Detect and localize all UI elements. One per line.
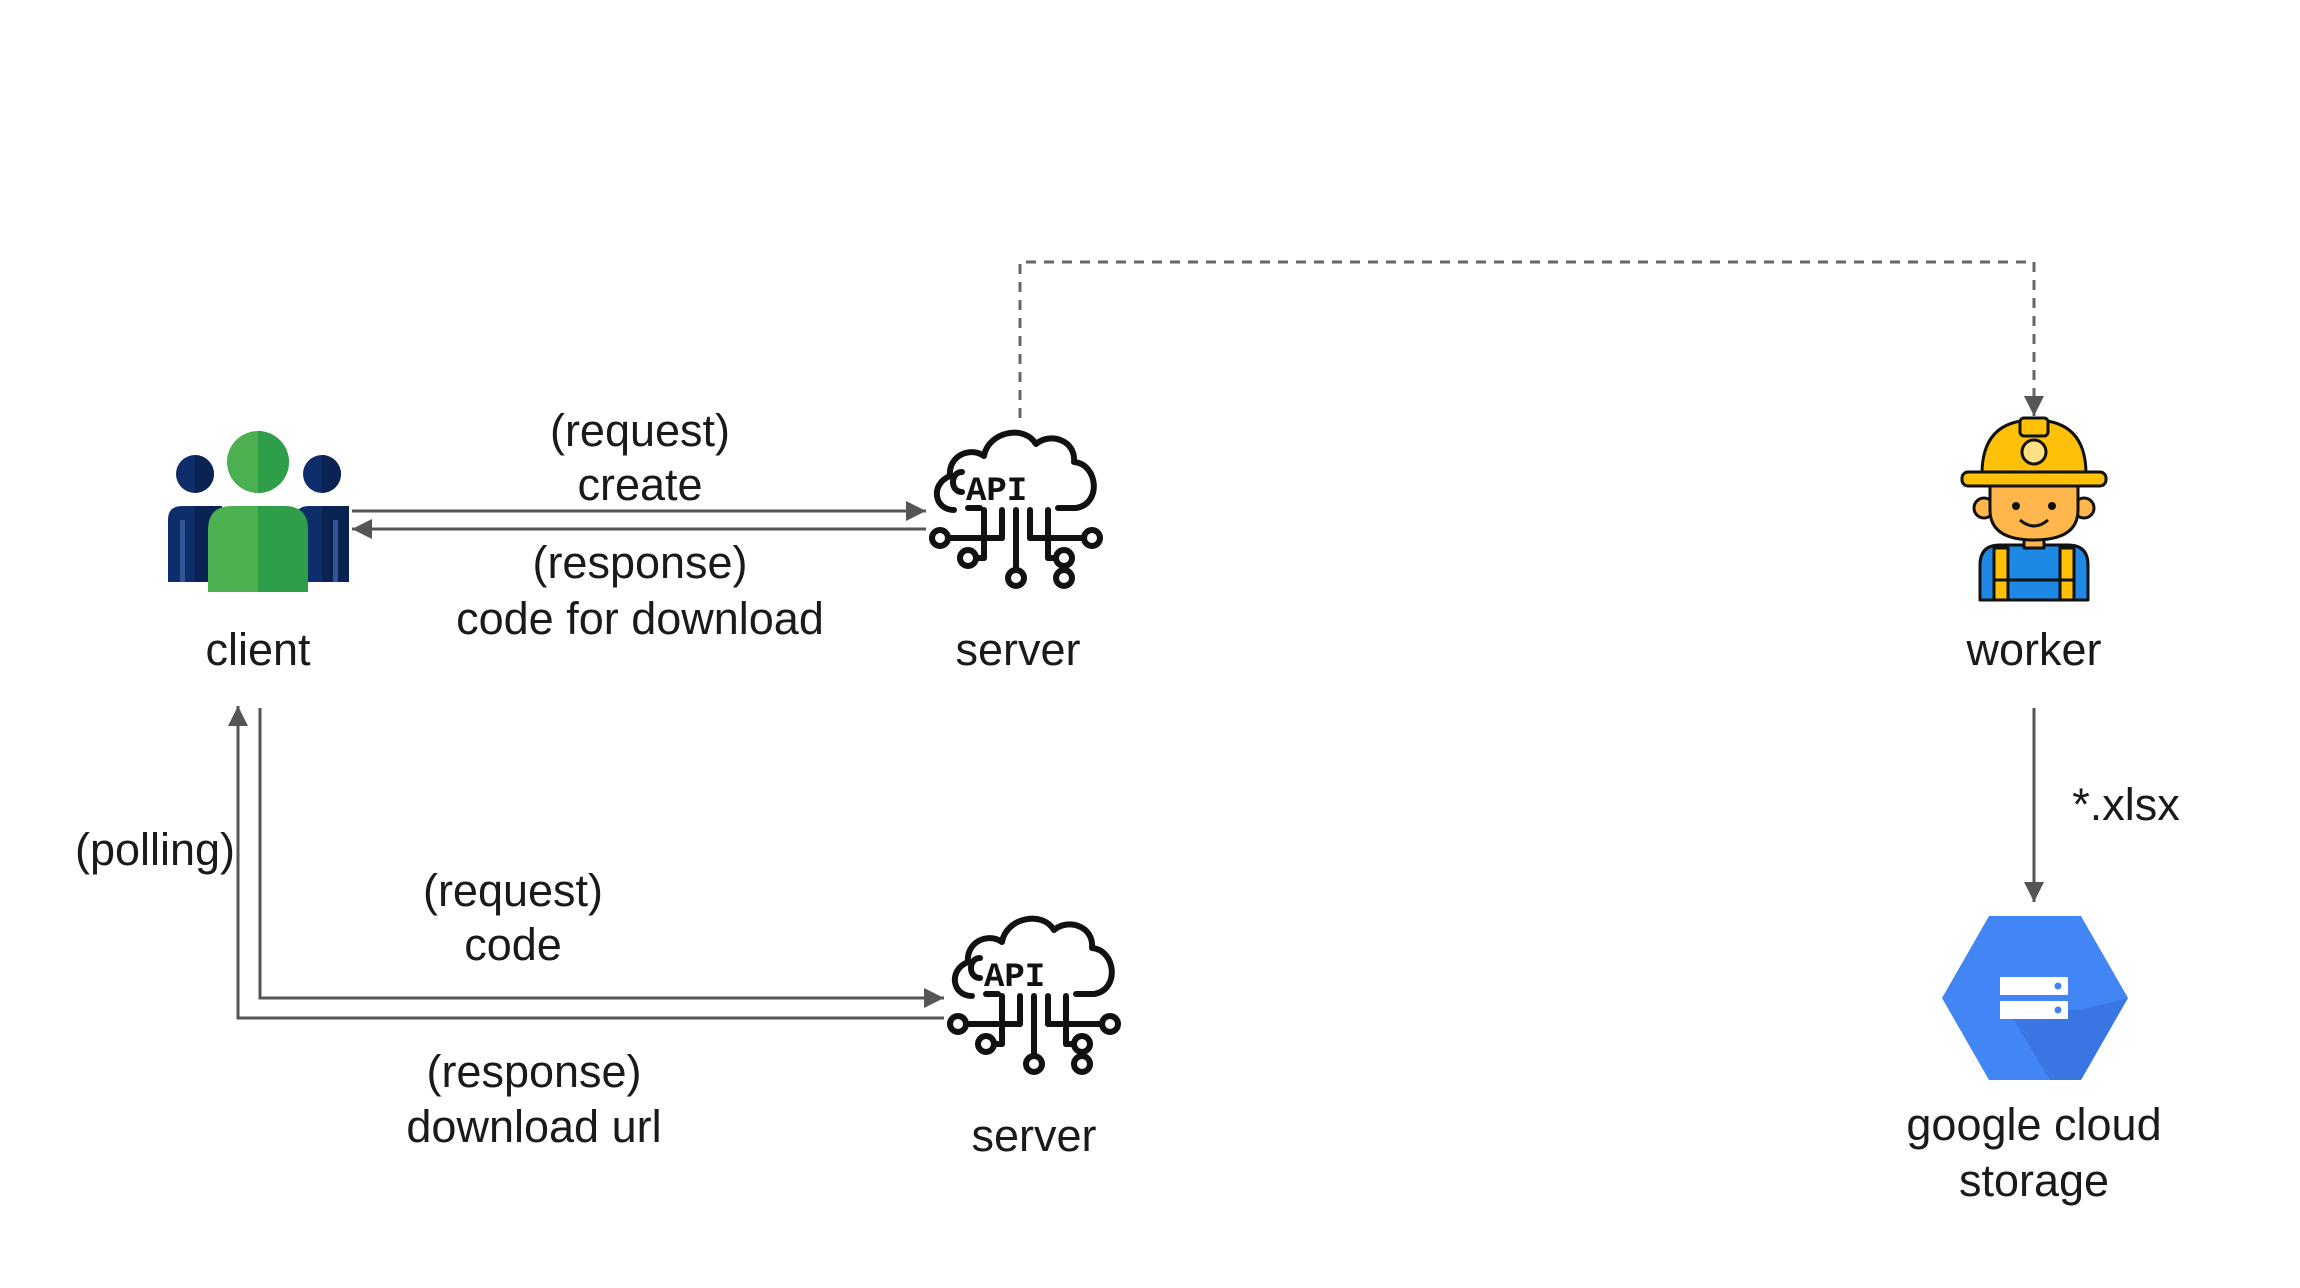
client-label: client [205,624,311,675]
code-response-label-line1: (response) [426,1046,641,1097]
storage-label-line1: google cloud [1906,1099,2161,1150]
construction-worker-icon [1960,416,2108,602]
create-response-label-line1: (response) [532,537,747,588]
cloud-api-icon [932,433,1100,586]
create-response-label-line2: code for download [456,593,824,644]
dispatch-job-dashed-arrow [1018,260,2044,418]
code-response-polling-arrow [228,706,944,1020]
code-request-arrow [258,708,944,1008]
xlsx-label: *.xlsx [2072,779,2180,830]
polling-label: (polling) [75,824,235,875]
create-request-label-line2: create [577,459,702,510]
server-top-label: server [955,624,1080,675]
code-request-label-line2: code [464,919,562,970]
code-response-label-line2: download url [406,1101,661,1152]
server-bottom-label: server [971,1110,1096,1161]
code-request-label-line1: (request) [423,865,603,916]
cloud-api-icon [950,919,1118,1072]
worker-label: worker [1965,624,2101,675]
google-cloud-storage-icon [1942,916,2128,1080]
create-request-label-line1: (request) [550,405,730,456]
users-group-icon [168,431,349,592]
storage-label-line2: storage [1959,1155,2109,1206]
